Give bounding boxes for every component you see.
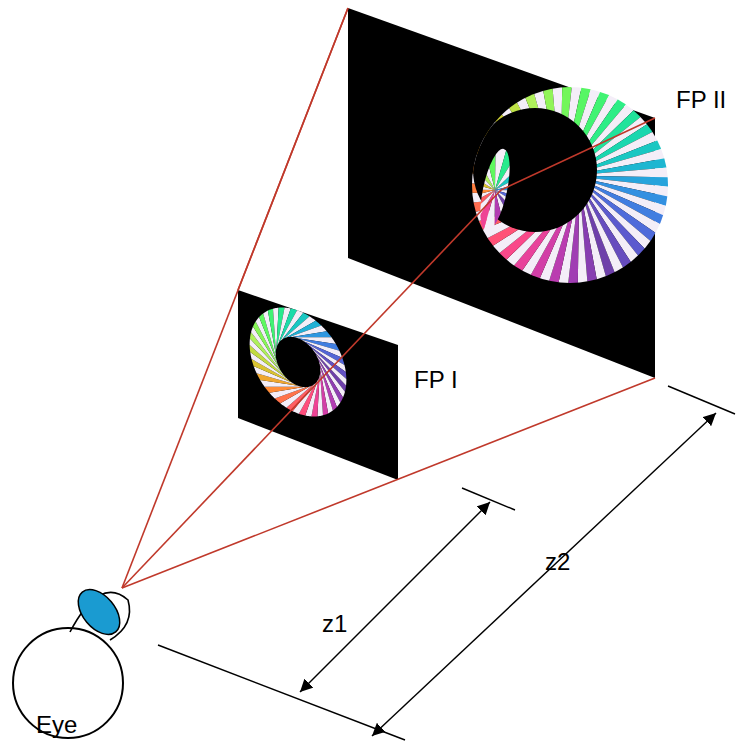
extension-line (668, 386, 735, 414)
torus-stripe (495, 190, 534, 222)
view-lines (122, 8, 655, 588)
extension-line (158, 645, 405, 740)
view-line (122, 8, 348, 588)
dimension-lines (158, 386, 735, 740)
torus-stripe (451, 190, 495, 212)
plane-label: Eye (36, 713, 77, 737)
torus-stripe (463, 190, 495, 229)
torus-far-clip (470, 85, 670, 285)
view-line (238, 8, 348, 290)
torus-stripe (450, 189, 495, 201)
torus-stripe (495, 151, 527, 190)
extension-line (462, 488, 515, 510)
torus-stripe (495, 159, 534, 190)
lens (70, 582, 128, 642)
eyeball (13, 628, 123, 738)
view-line (501, 118, 655, 190)
focal-plane-1 (238, 290, 398, 480)
dimension-arrow (300, 502, 490, 692)
torus-stripe (495, 168, 539, 190)
torus-stripe (495, 190, 538, 213)
torus-far (450, 85, 670, 285)
view-line (122, 378, 655, 588)
torus-stripe (484, 145, 496, 190)
plane-label: z1 (322, 612, 347, 636)
dimension-arrow (372, 413, 716, 736)
view-line (122, 190, 501, 588)
torus-sliver (450, 145, 540, 235)
eye-symbol (13, 582, 130, 738)
plane-label: z2 (545, 550, 570, 574)
plane-label: FP I (414, 368, 458, 392)
plane-label: FP II (676, 88, 726, 112)
torus-near (230, 289, 367, 435)
